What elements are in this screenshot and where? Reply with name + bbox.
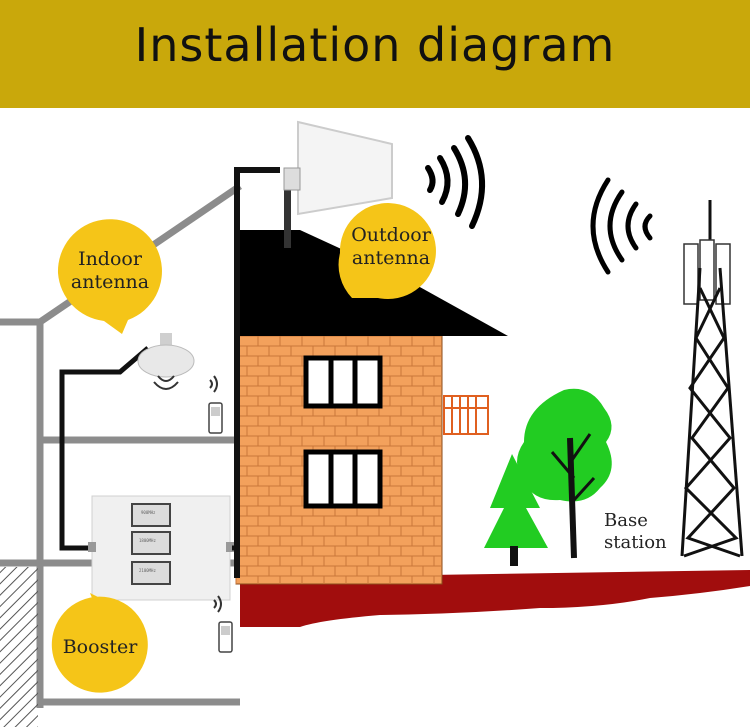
base-station-tower (680, 200, 744, 558)
page-title: Installation diagram (134, 18, 616, 72)
tree-small (484, 454, 548, 566)
booster-panel-label: 2100MHz (139, 568, 156, 573)
header-bar (0, 0, 750, 108)
outdoor-antenna-bubble (338, 203, 436, 300)
outdoor-signal-waves (425, 135, 485, 229)
indoor-antenna-label: Indoor antenna (70, 248, 150, 293)
tree-large (517, 388, 612, 559)
coax-cable (59, 346, 150, 551)
underground-soil (0, 567, 38, 727)
window-bottom (303, 449, 383, 509)
gray-house (0, 183, 242, 708)
balcony (443, 395, 489, 435)
base-station-label: Base station (604, 510, 667, 553)
outdoor-antenna (297, 120, 393, 216)
tower-signal-waves (590, 177, 653, 275)
indoor-antenna (137, 333, 195, 390)
scene-illustration (0, 120, 750, 727)
phone-lower (213, 595, 233, 653)
outdoor-antenna-mast (234, 120, 393, 578)
booster-panel-label: 900MHz (141, 510, 156, 515)
booster-device (88, 495, 234, 601)
phone-upper (208, 375, 223, 434)
booster-label: Booster (62, 636, 138, 658)
outdoor-antenna-label: Outdoor antenna (351, 224, 431, 269)
booster-panel-label: 1800MHz (139, 538, 156, 543)
window-top (303, 355, 383, 409)
booster-bubble (51, 593, 148, 693)
indoor-antenna-bubble (57, 219, 162, 334)
